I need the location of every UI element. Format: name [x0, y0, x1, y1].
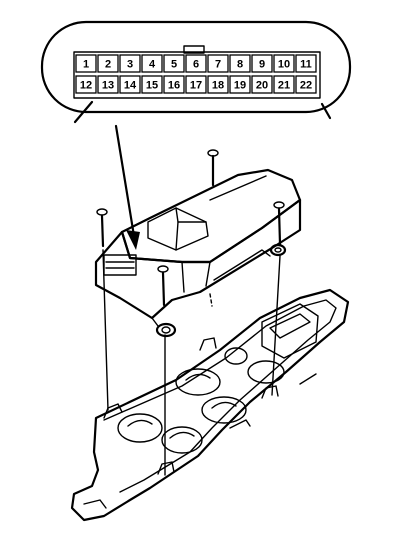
connector-pin-8: 8 — [229, 54, 251, 73]
connector-pin-3: 3 — [119, 54, 141, 73]
connector-pin-21: 21 — [273, 75, 295, 94]
callout-leader-left — [73, 100, 94, 124]
connector-pin-22: 22 — [295, 75, 317, 94]
screw-front — [157, 265, 169, 476]
connector-pin-label: 10 — [278, 58, 290, 70]
connector-pin-label: 15 — [146, 79, 158, 91]
connector-pin-label: 17 — [190, 79, 202, 91]
callout-arrow-head — [126, 230, 140, 250]
connector-pin-20: 20 — [251, 75, 273, 94]
connector-pin-label: 22 — [300, 79, 312, 91]
connector-pin-12: 12 — [75, 75, 97, 94]
connector-pin-10: 10 — [273, 54, 295, 73]
connector-pin-1: 1 — [75, 54, 97, 73]
connector-pin-label: 3 — [127, 58, 133, 70]
connector-pin-label: 6 — [193, 58, 199, 70]
connector-pin-7: 7 — [207, 54, 229, 73]
connector-pin-label: 12 — [80, 79, 92, 91]
connector-pin-13: 13 — [97, 75, 119, 94]
connector-pin-label: 7 — [215, 58, 221, 70]
connector-pin-label: 4 — [149, 58, 156, 70]
callout-frame — [40, 20, 352, 114]
connector-pin-label: 5 — [171, 58, 177, 70]
connector-pin-label: 20 — [256, 79, 268, 91]
connector-top-row: 1 2 3 4 5 6 7 8 9 10 11 — [75, 54, 317, 73]
connector-pin-16: 16 — [163, 75, 185, 94]
door-trim-panel — [70, 288, 350, 522]
connector-pin-19: 19 — [229, 75, 251, 94]
connector-lock-tab — [183, 45, 205, 54]
screw-left — [96, 208, 109, 411]
connector-pin-label: 18 — [212, 79, 224, 91]
connector-pin-14: 14 — [119, 75, 141, 94]
connector-pin-label: 9 — [259, 58, 265, 70]
callout-arrow-line — [114, 124, 136, 238]
connector-pin-15: 15 — [141, 75, 163, 94]
connector-pin-11: 11 — [295, 54, 317, 73]
connector-pin-label: 2 — [105, 58, 111, 70]
connector-pin-label: 21 — [278, 79, 290, 91]
connector-bottom-row: 12 13 14 15 16 17 18 19 20 21 22 — [75, 75, 317, 94]
connector-pin-label: 16 — [168, 79, 180, 91]
connector-pin-5: 5 — [163, 54, 185, 73]
switch-unit — [94, 168, 302, 338]
connector-pin-2: 2 — [97, 54, 119, 73]
callout-leader-right — [320, 102, 332, 120]
connector-face — [73, 51, 321, 99]
connector-pin-label: 11 — [300, 58, 312, 70]
connector-pin-4: 4 — [141, 54, 163, 73]
connector-pin-17: 17 — [185, 75, 207, 94]
connector-pin-18: 18 — [207, 75, 229, 94]
connector-pin-6: 6 — [185, 54, 207, 73]
connector-pin-label: 19 — [234, 79, 246, 91]
connector-pin-label: 14 — [124, 79, 137, 91]
connector-pin-label: 1 — [83, 58, 89, 70]
connector-pin-9: 9 — [251, 54, 273, 73]
connector-pin-label: 8 — [237, 58, 243, 70]
screw-top-center — [207, 149, 219, 187]
connector-pin-label: 13 — [102, 79, 114, 91]
